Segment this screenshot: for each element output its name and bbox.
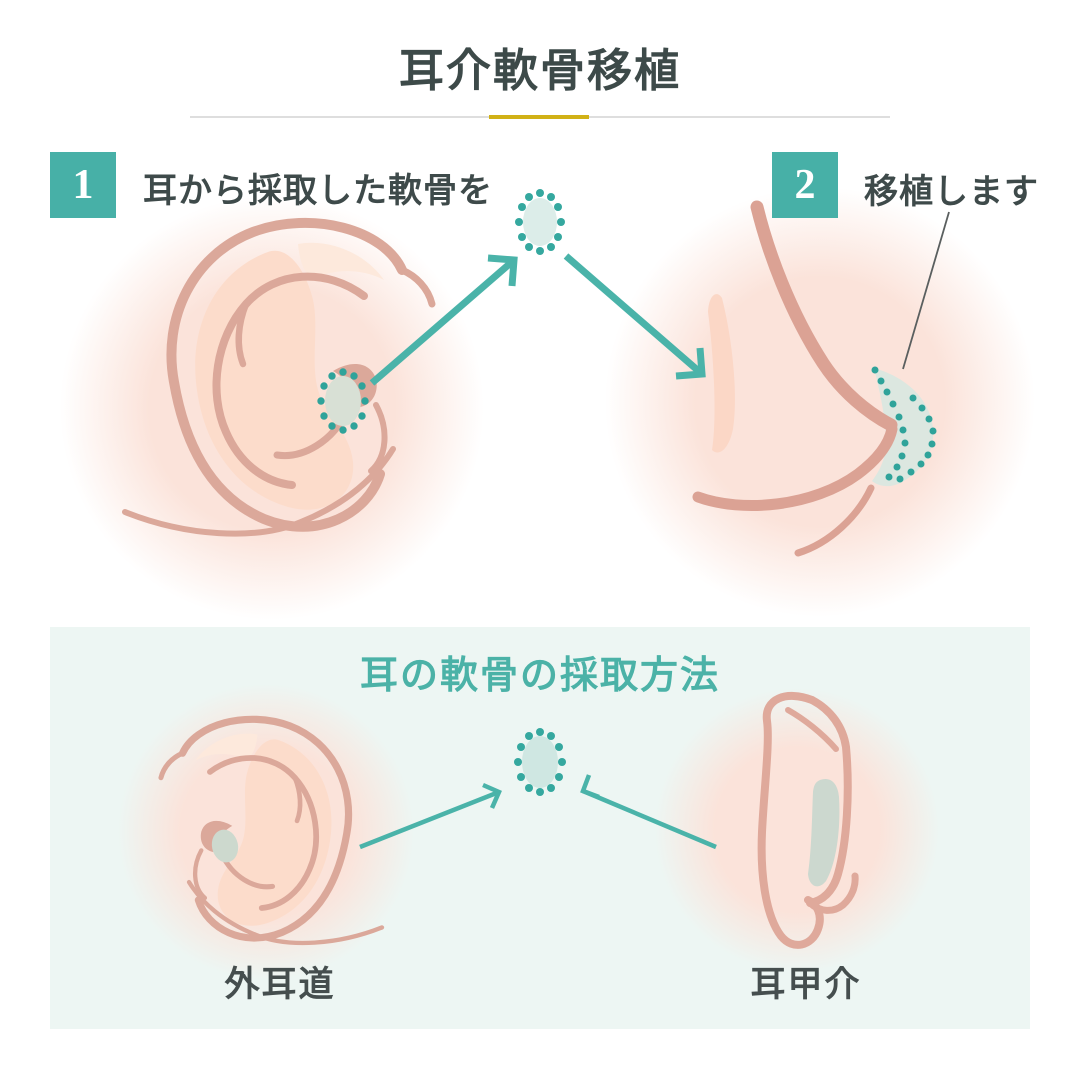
pink-glow-nose (605, 187, 1035, 617)
step-2-number: 2 (794, 162, 816, 208)
arrow-ear-to-graft-head (487, 254, 518, 287)
label-ear-canal: 外耳道 (224, 965, 336, 1004)
cartilage-graft-dotted-oval-center (515, 189, 565, 255)
step-1-badge: 1 (50, 152, 116, 218)
pink-glow-ear-top (60, 196, 484, 620)
pink-glow-ear-bottom-left (118, 684, 414, 980)
step-1-label: 耳から採取した軟骨を (143, 173, 493, 210)
label-concha: 耳甲介 (750, 965, 862, 1004)
step-2-badge: 2 (772, 152, 838, 218)
harvest-section-title: 耳の軟骨の採取方法 (359, 655, 720, 697)
pink-glow-ear-bottom-right (655, 688, 939, 972)
divider-gold-accent (489, 115, 589, 119)
step-1-number: 1 (72, 162, 94, 208)
step-2-label: 移植します (864, 174, 1039, 211)
graft-dots (515, 189, 565, 255)
title-divider (190, 115, 890, 119)
page-title: 耳介軟骨移植 (398, 46, 681, 96)
